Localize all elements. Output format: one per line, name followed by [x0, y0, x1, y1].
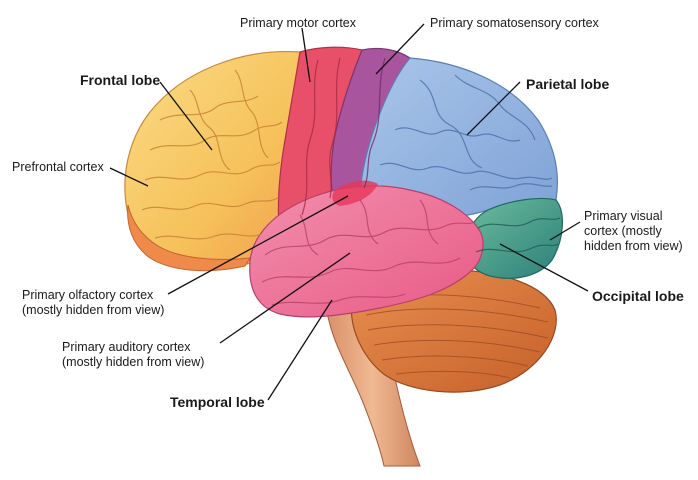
gyri-motor: [301, 57, 341, 216]
label-primary-visual-cortex-line2: cortex (mostly: [584, 224, 662, 238]
label-primary-olfactory-cortex: Primary olfactory cortex (mostly hidden …: [22, 288, 164, 318]
label-primary-auditory-cortex: Primary auditory cortex (mostly hidden f…: [62, 340, 204, 370]
label-primary-auditory-cortex-line1: Primary auditory cortex: [62, 340, 191, 354]
label-primary-olfactory-cortex-line2: (mostly hidden from view): [22, 303, 165, 317]
gyri-frontal: [141, 69, 283, 240]
leader-lines: [109, 23, 589, 401]
label-primary-auditory-cortex-line2: (mostly hidden from view): [62, 355, 205, 369]
temporal-lobe-region: [249, 185, 484, 318]
cerebellum-folia: [365, 294, 549, 379]
prefrontal-edge: [127, 204, 251, 272]
auditory-cortex-hint: [332, 180, 378, 206]
label-prefrontal-cortex: Prefrontal cortex: [12, 160, 104, 174]
gyri-somatosensory: [363, 57, 386, 189]
label-occipital-lobe: Occipital lobe: [592, 288, 684, 304]
gyri-parietal: [379, 74, 553, 191]
label-primary-visual-cortex-line1: Primary visual: [584, 209, 663, 223]
label-primary-visual-cortex-line3: hidden from view): [584, 239, 683, 253]
gyri-temporal: [261, 199, 475, 306]
label-frontal-lobe: Frontal lobe: [80, 72, 161, 88]
label-primary-motor-cortex: Primary motor cortex: [240, 16, 356, 30]
label-primary-olfactory-cortex-line1: Primary olfactory cortex: [22, 288, 154, 302]
label-primary-visual-cortex: Primary visual cortex (mostly hidden fro…: [584, 209, 683, 254]
label-primary-somatosensory-cortex: Primary somatosensory cortex: [430, 16, 599, 30]
gyri-occipital: [475, 217, 561, 253]
label-temporal-lobe: Temporal lobe: [170, 394, 265, 410]
label-parietal-lobe: Parietal lobe: [526, 76, 610, 92]
parietal-lobe-region: [359, 57, 558, 218]
